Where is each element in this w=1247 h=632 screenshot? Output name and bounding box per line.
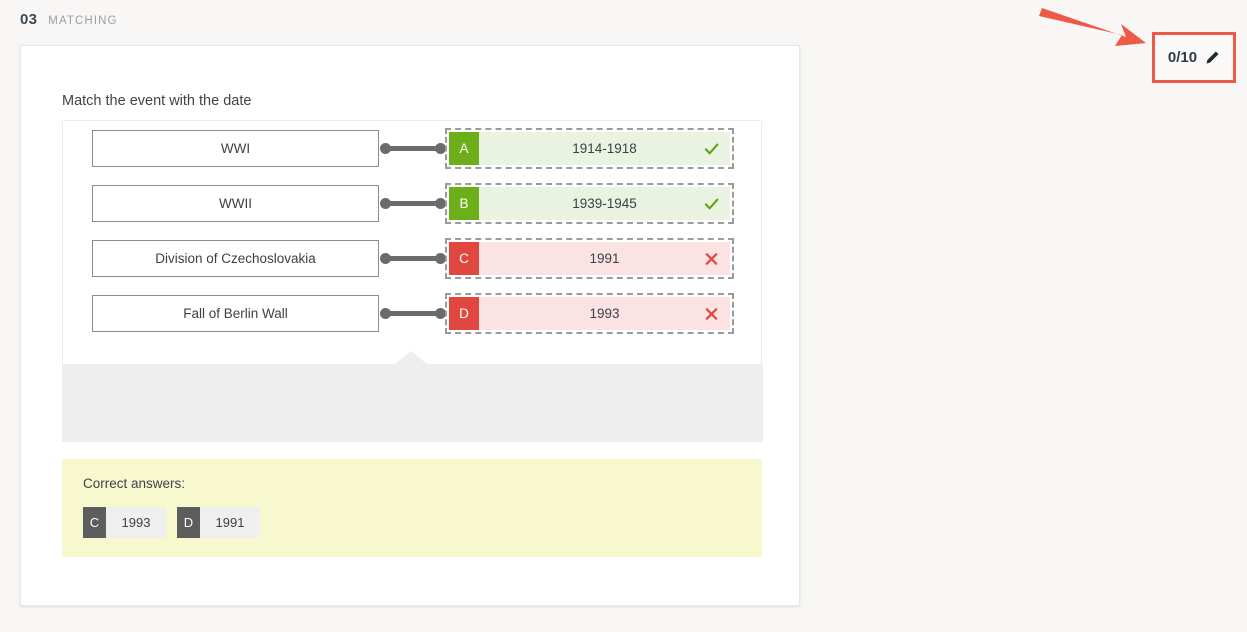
match-letter-badge: D: [449, 297, 479, 330]
question-number: 03: [20, 11, 38, 28]
match-letter-badge: B: [449, 187, 479, 220]
cross-icon: [705, 252, 718, 265]
pencil-icon[interactable]: [1205, 50, 1220, 65]
match-left-item[interactable]: Division of Czechoslovakia: [92, 240, 379, 277]
table-row: Division of Czechoslovakia C 1991: [63, 231, 763, 286]
match-answer-text: 1914-1918: [572, 141, 637, 156]
match-right-item[interactable]: C 1991: [445, 238, 734, 279]
matching-widget: WWI A 1914-1918: [62, 120, 763, 442]
connector-bar: [385, 146, 441, 151]
connector-bar: [385, 201, 441, 206]
table-row: WWI A 1914-1918: [63, 121, 763, 176]
cross-icon: [705, 307, 718, 320]
match-right-item[interactable]: B 1939-1945: [445, 183, 734, 224]
connector-bar: [385, 256, 441, 261]
match-answer-text: 1993: [589, 306, 620, 321]
check-icon: [704, 143, 719, 154]
match-left-item[interactable]: WWII: [92, 185, 379, 222]
connector-knob-right: [435, 308, 446, 319]
table-row: WWII B 1939-1945: [63, 176, 763, 231]
match-letter-badge: C: [449, 242, 479, 275]
matching-footer-panel: [63, 351, 763, 441]
table-row: Fall of Berlin Wall D 1993: [63, 286, 763, 341]
caret-up-icon: [395, 351, 427, 364]
correct-answer-letter: D: [177, 507, 200, 538]
correct-answer-value: 1993: [106, 507, 166, 538]
check-icon: [704, 198, 719, 209]
score-badge[interactable]: 0/10: [1152, 32, 1236, 83]
score-value: 0/10: [1167, 49, 1198, 66]
connector-bar: [385, 311, 441, 316]
match-answer-body: 1993: [479, 297, 730, 330]
correct-answers-list: C 1993 D 1991: [83, 507, 741, 538]
match-answer-body: 1914-1918: [479, 132, 730, 165]
correct-answer-letter: C: [83, 507, 106, 538]
match-answer-text: 1991: [589, 251, 620, 266]
match-left-item[interactable]: WWI: [92, 130, 379, 167]
match-answer-text: 1939-1945: [572, 196, 637, 211]
connector-knob-right: [435, 198, 446, 209]
question-card: Match the event with the date WWI A 1914…: [20, 45, 800, 606]
connector-knob-right: [435, 253, 446, 264]
match-connector[interactable]: [380, 253, 446, 264]
correct-answer-value: 1991: [200, 507, 260, 538]
match-connector[interactable]: [380, 308, 446, 319]
connector-knob-right: [435, 143, 446, 154]
list-item: C 1993: [83, 507, 166, 538]
correct-answers-panel: Correct answers: C 1993 D 1991: [62, 459, 762, 557]
matching-rows: WWI A 1914-1918: [63, 121, 763, 341]
list-item: D 1991: [177, 507, 260, 538]
question-prompt: Match the event with the date: [62, 93, 252, 109]
question-header: 03 MATCHING: [20, 11, 118, 35]
arrow-pointer-icon: [1039, 8, 1146, 46]
match-letter-badge: A: [449, 132, 479, 165]
match-answer-body: 1991: [479, 242, 730, 275]
match-connector[interactable]: [380, 198, 446, 209]
match-connector[interactable]: [380, 143, 446, 154]
match-answer-body: 1939-1945: [479, 187, 730, 220]
match-right-item[interactable]: D 1993: [445, 293, 734, 334]
correct-answers-title: Correct answers:: [83, 476, 186, 491]
question-type-label: MATCHING: [48, 15, 118, 27]
match-left-item[interactable]: Fall of Berlin Wall: [92, 295, 379, 332]
match-right-item[interactable]: A 1914-1918: [445, 128, 734, 169]
